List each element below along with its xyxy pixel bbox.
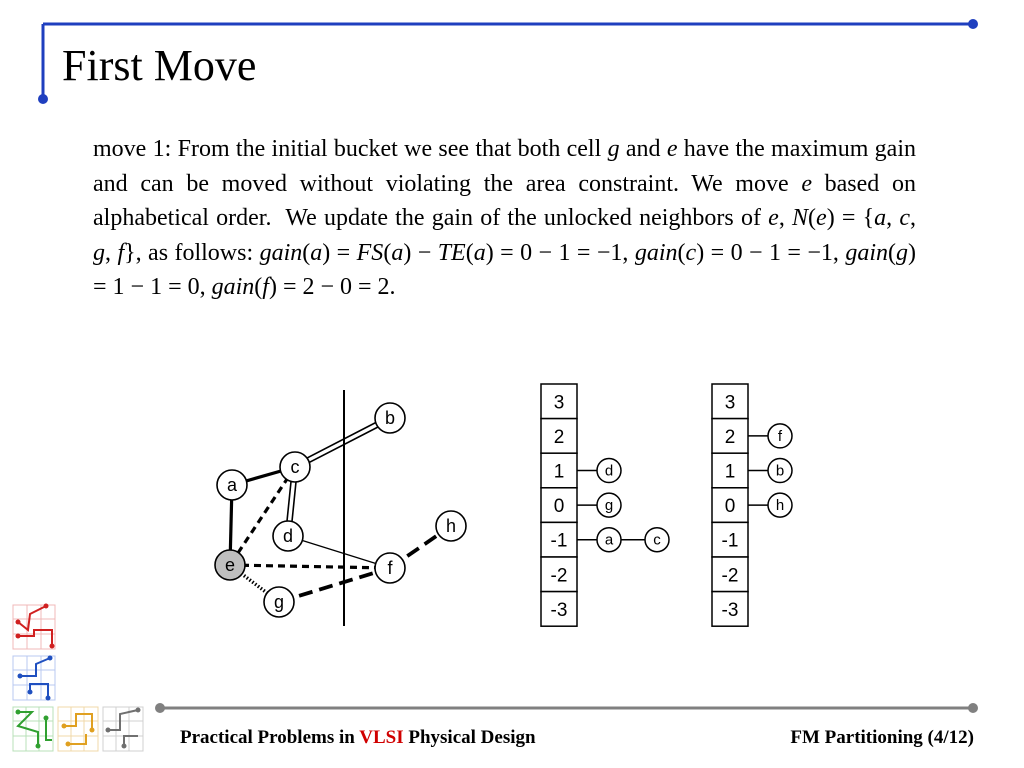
bucket-level-label: 0: [554, 496, 565, 517]
bucket-level-label: 2: [725, 427, 736, 448]
footer-course-text-end: Physical Design: [403, 727, 536, 748]
bucket-slot: [711, 487, 749, 524]
footer-slide-counter: FM Partitioning (4/12): [790, 727, 974, 748]
node-b: b: [374, 402, 406, 434]
footer-vlsi-highlight: VLSI: [359, 727, 404, 748]
bucket-cell-label: a: [605, 532, 614, 549]
bucket-slot: [711, 590, 749, 627]
footer-course-title: Practical Problems in VLSI Physical Desi…: [180, 727, 536, 749]
header-bracket-dot: [38, 94, 48, 104]
node-c: c: [279, 451, 311, 483]
bucket-level-label: -3: [551, 600, 568, 621]
node-label: c: [291, 457, 300, 477]
bucket-cell-node: [596, 492, 622, 518]
blue-routing-grid-icon: [12, 655, 56, 701]
footer-course-text: Practical Problems in: [180, 727, 360, 748]
bucket-cell-node: [767, 423, 793, 449]
edge-g-f: [278, 566, 391, 604]
node-label: e: [225, 555, 235, 575]
bucket-slot: [711, 452, 749, 489]
bucket-level-label: -2: [551, 565, 568, 586]
node-label: d: [283, 526, 293, 546]
bucket-level-label: 1: [725, 462, 736, 483]
bucket-cell-label: g: [605, 497, 613, 514]
bucket-cell-label: h: [776, 497, 784, 514]
bucket-cell-label: b: [776, 463, 784, 480]
bucket-level-label: -3: [722, 600, 739, 621]
bucket-level-label: 3: [725, 392, 736, 413]
bucket-level-label: 2: [554, 427, 565, 448]
bucket-slot: [540, 590, 578, 627]
red-routing-grid-icon: [12, 603, 56, 650]
bucket-cell-label: d: [605, 463, 613, 480]
bucket-cell-node: [644, 526, 670, 553]
gray-routing-grid-icon: [102, 706, 144, 752]
bucket-cell-label: c: [653, 532, 661, 549]
bucket-level-label: 1: [554, 462, 565, 483]
bucket-list-1: 3 2 1 d 0 g -1 a c -2 -3: [540, 383, 670, 627]
node-label: b: [385, 408, 395, 428]
bucket-level-label: -2: [722, 565, 739, 586]
body-paragraph: move 1: From the initial bucket we see t…: [93, 136, 916, 300]
edge-d-f: [287, 535, 391, 569]
logo: [12, 603, 144, 752]
edge-e-f: [229, 563, 391, 570]
node-e: e: [214, 549, 246, 581]
bucket-slot: [540, 383, 578, 420]
footer-rule-dot-right: [968, 703, 978, 713]
bucket-list-2: 3 2 f 1 b 0 h -1 -2 -3: [711, 383, 793, 627]
node-d: d: [272, 520, 304, 552]
bucket-slot: [711, 521, 749, 558]
node-label: g: [274, 592, 284, 612]
header-rule-dot: [968, 19, 978, 29]
edge-c-b: [293, 415, 392, 470]
bucket-level-label: 3: [554, 392, 565, 413]
bucket-cell-node: [767, 457, 793, 484]
node-label: h: [446, 516, 456, 536]
node-label: f: [387, 558, 393, 578]
bucket-slot: [711, 383, 749, 420]
node-f: f: [374, 552, 406, 584]
bucket-level-label: -1: [551, 531, 568, 552]
footer-rule-dot-left: [155, 703, 165, 713]
slide-title: First Move: [62, 41, 257, 90]
bucket-cell-label: f: [778, 428, 783, 445]
bucket-level-label: -1: [722, 531, 739, 552]
orange-routing-grid-icon: [57, 706, 99, 752]
node-h: h: [435, 510, 467, 542]
node-g: g: [263, 586, 295, 618]
node-label: a: [227, 475, 238, 495]
bucket-level-label: 0: [725, 496, 736, 517]
node-a: a: [216, 469, 248, 501]
green-routing-grid-icon: [12, 706, 54, 752]
edge-c-e: [228, 466, 297, 566]
bucket-cell-node: [767, 492, 793, 518]
bucket-cell-node: [596, 457, 622, 484]
